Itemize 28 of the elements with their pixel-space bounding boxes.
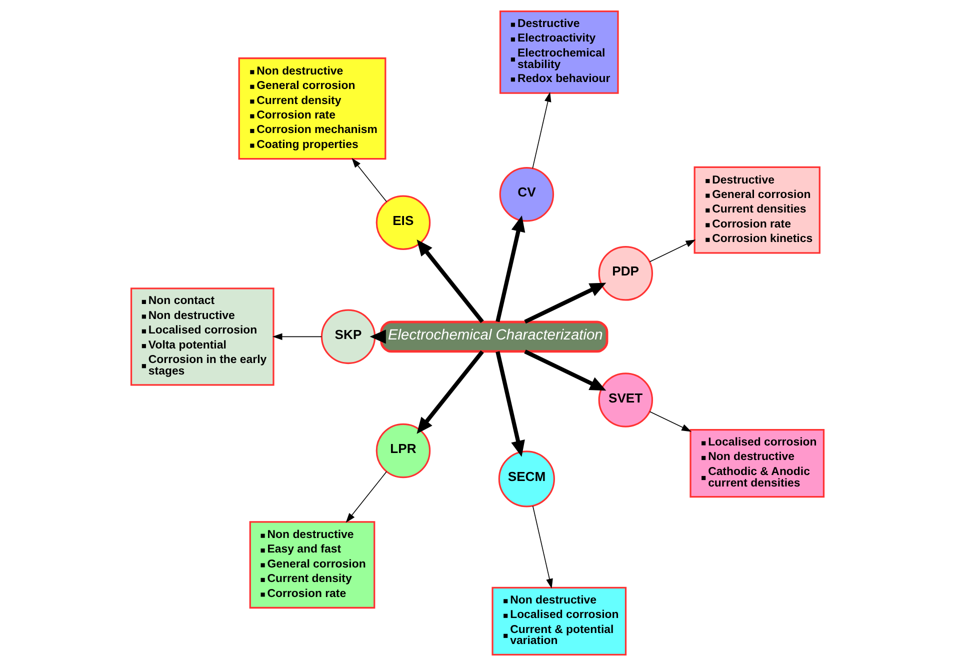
arrow xyxy=(416,240,484,324)
node-circle: PDP xyxy=(598,246,653,301)
node-circle: SVET xyxy=(598,372,653,428)
node-box: Non contact Non destructive Localised corrosion Volta potential Corrosion in the early stages xyxy=(130,288,274,386)
arrow xyxy=(272,333,322,340)
arrow xyxy=(524,350,606,391)
arrow xyxy=(532,92,551,169)
node-circle: LPR xyxy=(375,423,430,478)
node-box: Non destructive General corrosion Current density Corrosion rate Corrosion mechanism Coating properties xyxy=(238,57,386,160)
arrow xyxy=(532,506,552,589)
node-box: Localised corrosion Non destructive Cathodic & Anodic current densities xyxy=(689,428,824,498)
arrow xyxy=(351,158,386,202)
arrow xyxy=(648,240,696,262)
arrow xyxy=(416,350,484,434)
arrow xyxy=(345,471,386,523)
node-circle: CV xyxy=(498,167,554,222)
arrow xyxy=(495,215,525,322)
node-box: Non destructive Localised corrosion Current & potential variation xyxy=(491,586,626,656)
node-box: Non destructive Easy and fast General corrosion Current density Corrosion rate xyxy=(248,521,375,609)
arrow xyxy=(495,351,524,457)
node-box: Destructive General corrosion Current densities Corrosion rate Corrosion kinetics xyxy=(693,166,820,254)
node-circle: SKP xyxy=(320,309,376,364)
node-circle: EIS xyxy=(375,195,430,250)
arrow xyxy=(648,411,691,432)
arrow xyxy=(524,282,606,324)
node-box: Destructive Electroactivity Electrochemical stability Redox behaviour xyxy=(498,10,618,94)
arrow xyxy=(369,330,386,344)
node-circle: SECM xyxy=(498,450,554,508)
